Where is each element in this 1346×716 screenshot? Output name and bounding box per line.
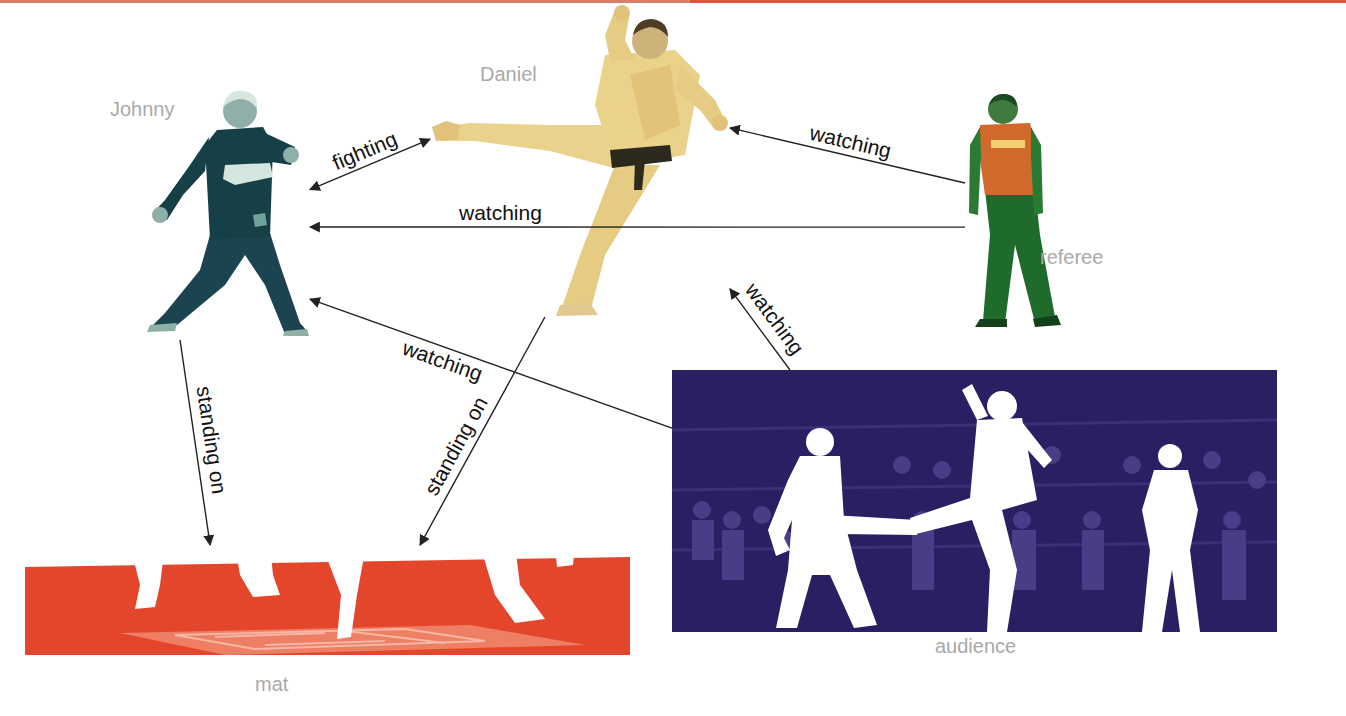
referee-figure (969, 94, 1061, 327)
node-label: Daniel (480, 62, 537, 86)
audience-figure (672, 370, 1277, 632)
relation-arrow (310, 299, 672, 428)
top-bar (690, 0, 1346, 3)
relation-label: watching (738, 276, 810, 362)
node-label: mat (255, 672, 288, 696)
johnny-figure (147, 91, 309, 336)
relation-arrow (310, 226, 965, 227)
relation-label: watching (397, 335, 489, 388)
relation-label: watching (455, 201, 544, 225)
person-node: referee (965, 85, 1130, 330)
node-label: referee (1040, 245, 1103, 269)
daniel-figure (432, 5, 728, 316)
relation-label: watching (805, 120, 897, 164)
relation-label: fighting (326, 126, 403, 177)
group-node: audience (672, 370, 1277, 665)
relation-label: standing on (418, 390, 494, 502)
node-label: audience (935, 634, 1016, 658)
person-node: Daniel (430, 5, 730, 317)
mat-figure (25, 545, 630, 655)
relation-label: standing on (191, 382, 232, 499)
object-node: mat (25, 545, 630, 700)
top-bar (0, 0, 690, 3)
node-label: Johnny (110, 97, 175, 121)
person-node: Johnny (105, 85, 310, 340)
